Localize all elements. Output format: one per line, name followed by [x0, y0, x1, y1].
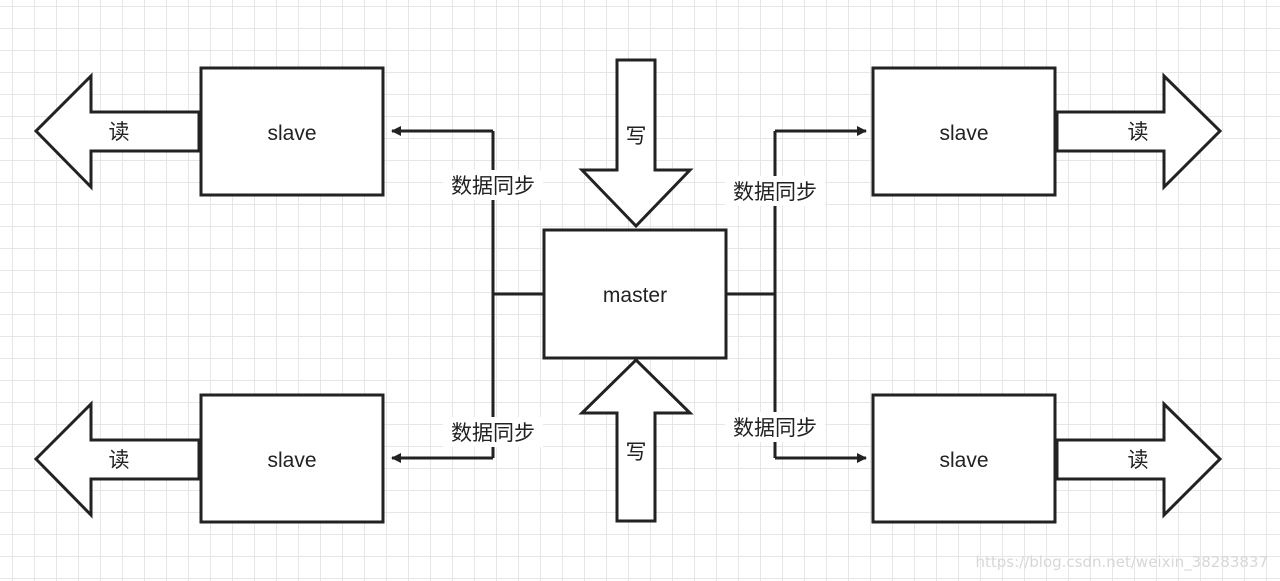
svg-text:slave: slave: [267, 122, 316, 145]
svg-text:读: 读: [1128, 448, 1149, 472]
sync-label-left-bottom: 数据同步: [443, 417, 543, 447]
read-arrow-top-right: 读: [1055, 72, 1223, 191]
svg-text:数据同步: 数据同步: [451, 421, 535, 445]
slave-node-top-left: slave: [199, 66, 385, 197]
svg-text:数据同步: 数据同步: [451, 174, 535, 198]
sync-label-left-top: 数据同步: [443, 170, 543, 200]
svg-text:写: 写: [626, 440, 647, 464]
svg-text:读: 读: [109, 448, 130, 472]
svg-text:master: master: [603, 284, 667, 307]
sync-label-right-bottom: 数据同步: [725, 412, 825, 442]
slave-node-bottom-left: slave: [199, 393, 385, 524]
sync-label-right-top: 数据同步: [725, 176, 825, 206]
svg-text:slave: slave: [939, 122, 988, 145]
svg-text:读: 读: [109, 120, 130, 144]
slave-node-bottom-right: slave: [871, 393, 1057, 524]
slave-node-top-right: slave: [871, 66, 1057, 197]
read-arrow-bottom-right: 读: [1055, 400, 1223, 519]
write-arrow-bottom: 写: [578, 357, 694, 523]
watermark-url: https://blog.csdn.net/weixin_38283837: [975, 553, 1268, 571]
svg-text:slave: slave: [939, 449, 988, 472]
svg-text:slave: slave: [267, 449, 316, 472]
svg-text:读: 读: [1128, 120, 1149, 144]
master-node: master: [542, 228, 728, 360]
svg-text:数据同步: 数据同步: [733, 180, 817, 204]
write-arrow-top: 写: [578, 58, 694, 229]
svg-text:写: 写: [626, 124, 647, 148]
read-arrow-bottom-left: 读: [33, 400, 201, 519]
read-arrow-top-left: 读: [33, 72, 201, 191]
svg-text:数据同步: 数据同步: [733, 416, 817, 440]
